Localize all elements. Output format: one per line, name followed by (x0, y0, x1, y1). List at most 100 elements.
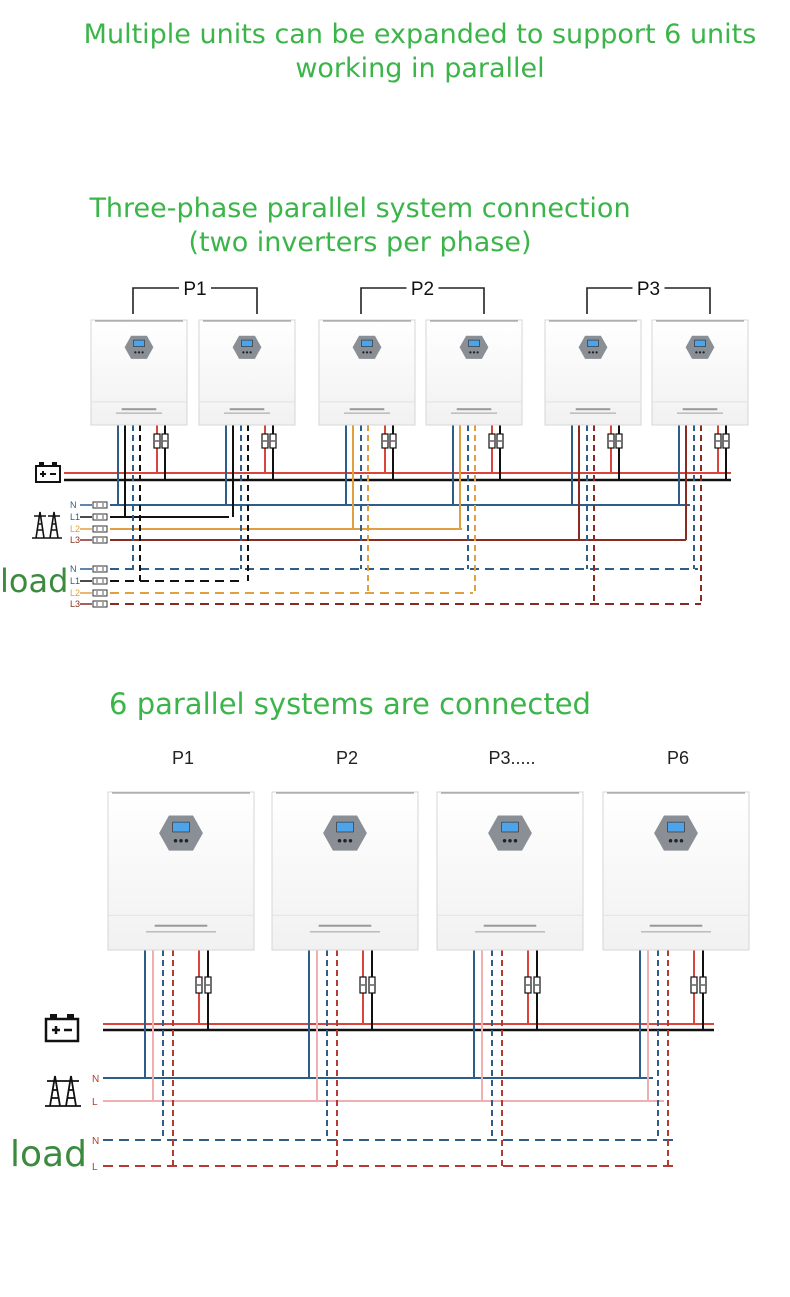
inverter-label-text (309, 931, 381, 933)
inverter-button (679, 838, 684, 843)
inverter-label-text (640, 931, 712, 933)
three-phase-heading: Three-phase parallel system connection (… (60, 192, 660, 260)
grid-terminal-label: L3 (70, 535, 80, 545)
inverter-button (698, 351, 702, 354)
inverter-display-panel (352, 335, 382, 359)
grid-terminal-label: L (92, 1097, 98, 1108)
lcd-screen (501, 821, 519, 833)
inverter-display-panel (159, 815, 203, 851)
inverter-button (702, 351, 705, 354)
lcd-screen (361, 339, 373, 347)
inverter-label-text (145, 931, 217, 933)
inverter-unit (425, 319, 523, 426)
group-label-p2: P2 (411, 279, 434, 300)
inverter-button (337, 838, 342, 843)
group-label-p1: P1 (183, 279, 206, 300)
inverter-button (184, 838, 189, 843)
inverter-label-text (223, 412, 271, 414)
inverter-button (343, 838, 347, 843)
terminal-block (92, 513, 108, 521)
terminal-block (92, 565, 108, 573)
inverter-label-text (682, 408, 718, 411)
inverter-label-text (343, 412, 391, 414)
inverter-display-panel (685, 335, 715, 359)
inverter-unit (544, 319, 642, 426)
inverter-label-text (483, 924, 537, 927)
grid-terminal-label: L2 (70, 524, 80, 534)
inverter-label-text (115, 412, 163, 414)
inverter-button (369, 351, 372, 354)
inverter-display-panel (488, 815, 532, 851)
inverter-button (476, 351, 479, 354)
terminal-block (92, 600, 108, 608)
inverter-button (245, 351, 249, 354)
three-phase-heading-line1: Three-phase parallel system connection (89, 193, 631, 224)
inverter-button (591, 351, 595, 354)
grid-terminal-label: N (92, 1074, 99, 1085)
group-label-1: P2 (336, 748, 358, 768)
lcd-screen (133, 339, 145, 347)
lcd-screen (241, 339, 253, 347)
load-terminal-label: N (70, 564, 77, 574)
group-label-2: P3..... (488, 748, 535, 768)
inverter-display-panel (323, 815, 367, 851)
load-terminal-label: L (92, 1162, 98, 1173)
inverter-unit (318, 319, 416, 426)
terminal-block (92, 525, 108, 533)
load-terminal-label: L3 (70, 599, 80, 609)
inverter-label-text (575, 408, 611, 411)
inverter-button (502, 838, 507, 843)
power-tower-icon (32, 511, 62, 539)
inverter-button (362, 351, 365, 354)
inverter-button (179, 838, 183, 843)
lcd-screen (172, 821, 190, 833)
inverter-label-text (318, 924, 372, 927)
inverter-button (141, 351, 144, 354)
lcd-screen (667, 821, 685, 833)
inverter-label-text (229, 408, 265, 411)
lcd-screen (694, 339, 706, 347)
load-terminal-label: L2 (70, 588, 80, 598)
terminal-block (92, 501, 108, 509)
inverter-button (173, 838, 178, 843)
inverter-display-panel (124, 335, 154, 359)
inverter-label-text (456, 408, 492, 411)
inverter-label-text (649, 924, 703, 927)
inverter-display-panel (578, 335, 608, 359)
inverter-button (674, 838, 678, 843)
inverter-display-panel (459, 335, 489, 359)
group-label-bg (632, 277, 665, 297)
inverter-unit (90, 319, 188, 426)
inverter-button (588, 351, 591, 354)
grid-terminal-label: L1 (70, 512, 80, 522)
intro-heading-line2: working in parallel (295, 52, 545, 84)
inverter-button (668, 838, 673, 843)
inverter-button (508, 838, 512, 843)
battery-icon (44, 1014, 80, 1043)
group-label-0: P1 (172, 748, 194, 768)
group-label-3: P6 (667, 748, 689, 768)
inverter-button (348, 838, 353, 843)
inverter-label-text (121, 408, 157, 411)
inverter-button (137, 351, 141, 354)
inverter-display-panel (232, 335, 262, 359)
inverter-label-text (676, 412, 724, 414)
inverter-button (595, 351, 598, 354)
inverter-display-panel (654, 815, 698, 851)
inverter-label-text (450, 412, 498, 414)
inverter-button (695, 351, 698, 354)
intro-heading-line1: Multiple units can be expanded to suppor… (83, 19, 757, 50)
group-label-bg (179, 277, 211, 297)
inverter-unit (436, 791, 584, 951)
inverter-button (249, 351, 252, 354)
inverter-button (513, 838, 518, 843)
inverter-button (134, 351, 137, 354)
load-label: load (0, 562, 68, 600)
lcd-screen (587, 339, 599, 347)
load-terminal-label: L1 (70, 576, 80, 586)
inverter-button (242, 351, 245, 354)
group-label-bg (406, 277, 439, 297)
